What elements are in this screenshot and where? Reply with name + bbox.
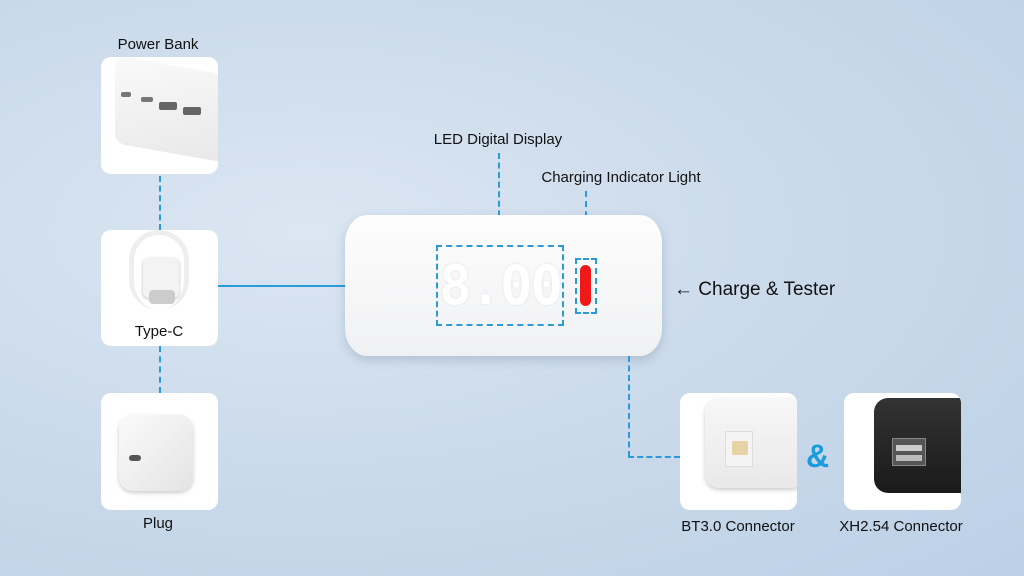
led-pointer-line (498, 153, 500, 245)
arrow-left-icon: ← (674, 279, 693, 300)
ampersand: & (806, 438, 830, 474)
indicator-box (575, 258, 597, 314)
connector-line (159, 346, 161, 393)
type-c-cable-image: Type-C (101, 230, 218, 346)
charging-indicator-light (580, 265, 591, 306)
connector-line (159, 176, 161, 230)
connection-line (218, 285, 345, 287)
indicator-label: Charging Indicator Light (541, 169, 701, 186)
led-display-label: LED Digital Display (433, 131, 563, 148)
power-bank-image (101, 57, 218, 174)
plug-label: Plug (142, 515, 174, 532)
connector-line (628, 356, 630, 457)
xh254-connector-image (844, 393, 961, 510)
bt30-connector-image (680, 393, 797, 510)
display-value: 8.00 (438, 254, 563, 317)
power-bank-label: Power Bank (117, 36, 199, 53)
connector-line (628, 456, 680, 458)
charger-tester-device (345, 215, 662, 356)
bt30-label: BT3.0 Connector (681, 518, 795, 535)
led-digital-display: 8.00 (436, 245, 564, 326)
plug-image (101, 393, 218, 510)
type-c-label: Type-C (134, 323, 184, 340)
xh254-label: XH2.54 Connector (839, 518, 963, 535)
charge-tester-label: Charge & Tester (698, 279, 836, 300)
